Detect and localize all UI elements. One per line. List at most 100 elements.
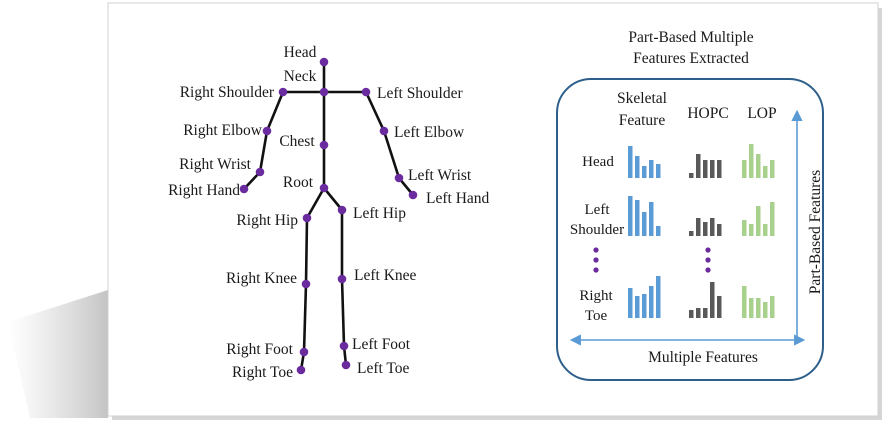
histogram-bar-left-shoulder-skeletal-3 — [642, 212, 647, 236]
histogram-bar-head-hopc-5 — [717, 160, 722, 178]
joint-right-wrist — [255, 167, 265, 177]
histogram-bar-head-hopc-3 — [703, 160, 708, 178]
histogram-bar-left-shoulder-skeletal-4 — [649, 202, 654, 236]
histogram-bar-right-toe-lop-1 — [742, 286, 747, 318]
histogram-bar-right-toe-skeletal-1 — [628, 288, 633, 318]
bone-left-shoulder-to-left-elbow — [364, 90, 386, 133]
histogram-bar-left-shoulder-skeletal-2 — [635, 200, 640, 236]
histogram-bar-head-lop-4 — [763, 166, 768, 178]
label-left-hand: Left Hand — [426, 190, 490, 207]
joint-left-foot — [339, 341, 349, 351]
label-chest: Chest — [279, 133, 315, 150]
column-hopc: HOPC — [687, 105, 728, 122]
column-lop: LOP — [747, 105, 776, 122]
joint-left-wrist — [394, 173, 404, 183]
axis-multiple-features: Multiple Features — [648, 349, 758, 366]
joint-labels: Head Neck Right Shoulder Left Shoulder R… — [168, 44, 489, 381]
histogram-bar-right-toe-hopc-4 — [710, 282, 715, 318]
histogram-bar-left-shoulder-hopc-5 — [717, 224, 722, 236]
joint-left-hand — [408, 190, 418, 200]
histogram-bar-head-hopc-4 — [710, 160, 715, 178]
histogram-bar-head-skeletal-5 — [656, 164, 661, 178]
column-skeletal-line2: Feature — [619, 112, 666, 129]
skeleton-bones — [242, 60, 415, 372]
histogram-bar-right-toe-skeletal-5 — [656, 276, 661, 318]
joint-left-hip — [337, 205, 347, 215]
label-left-hip: Left Hip — [353, 205, 406, 222]
joint-root — [319, 183, 329, 193]
histogram-bar-left-shoulder-lop-1 — [742, 220, 747, 236]
histogram-bar-right-toe-hopc-1 — [689, 310, 694, 318]
skeleton-figure — [239, 57, 418, 375]
row-right-toe-line1: Right — [579, 288, 613, 304]
histogram-bar-right-toe-hopc-2 — [696, 308, 701, 318]
joint-right-elbow — [262, 126, 272, 136]
joint-left-shoulder — [361, 87, 371, 97]
axis-part-based-features: Part-Based Features — [807, 170, 824, 294]
histogram-bar-right-toe-hopc-3 — [703, 308, 708, 318]
bone-right-shoulder-to-right-elbow — [265, 90, 285, 133]
histogram-bar-left-shoulder-skeletal-1 — [628, 196, 633, 236]
bone-root-to-left-hip — [322, 186, 344, 212]
column-skeletal-line1: Skeletal — [617, 90, 667, 107]
histogram-bar-left-shoulder-lop-5 — [770, 202, 775, 236]
row-right-toe-line2: Toe — [585, 308, 608, 324]
histogram-bar-left-shoulder-lop-4 — [763, 224, 768, 236]
label-right-shoulder: Right Shoulder — [180, 84, 275, 101]
bone-right-knee-to-right-foot — [302, 282, 308, 354]
joint-right-toe — [296, 365, 306, 375]
label-right-knee: Right Knee — [226, 270, 297, 287]
histogram-bar-left-shoulder-lop-2 — [749, 224, 754, 236]
row-left-shoulder-line2: Shoulder — [570, 222, 624, 238]
label-left-elbow: Left Elbow — [394, 124, 465, 141]
histogram-bar-head-skeletal-2 — [635, 156, 640, 178]
label-right-elbow: Right Elbow — [183, 122, 263, 139]
histogram-bar-right-toe-lop-5 — [770, 296, 775, 318]
joint-head — [319, 57, 329, 67]
features-title-line2: Features Extracted — [633, 50, 749, 67]
histogram-bar-right-toe-lop-4 — [763, 302, 768, 318]
joint-chest — [319, 140, 329, 150]
histogram-bar-left-shoulder-lop-3 — [756, 206, 761, 236]
bone-left-knee-to-left-foot — [340, 277, 346, 348]
row-ellipsis-dots — [593, 247, 711, 273]
histogram-bar-left-shoulder-hopc-3 — [703, 222, 708, 236]
row-left-shoulder-line1: Left — [585, 202, 611, 218]
features-title-line1: Part-Based Multiple — [628, 29, 753, 46]
label-right-toe: Right Toe — [232, 364, 293, 381]
joint-neck — [319, 87, 329, 97]
histogram-bar-head-skeletal-4 — [649, 160, 654, 178]
joint-right-shoulder — [278, 87, 288, 97]
joint-right-foot — [299, 347, 309, 357]
bone-right-hip-to-right-knee — [304, 216, 309, 286]
bone-left-elbow-to-left-wrist — [382, 129, 401, 180]
histogram-bar-left-shoulder-hopc-1 — [689, 231, 694, 236]
histogram-bar-head-lop-2 — [749, 144, 754, 178]
label-right-hand: Right Hand — [168, 182, 240, 199]
histogram-bar-right-toe-skeletal-4 — [649, 286, 654, 318]
feature-histograms — [628, 144, 775, 318]
histogram-bar-head-skeletal-3 — [642, 166, 647, 178]
histogram-bar-right-toe-hopc-5 — [717, 296, 722, 318]
joint-right-knee — [301, 279, 311, 289]
label-right-hip: Right Hip — [236, 212, 298, 229]
histogram-bar-head-lop-3 — [756, 154, 761, 178]
joint-left-knee — [337, 274, 347, 284]
histogram-bar-head-hopc-2 — [696, 154, 701, 178]
histogram-bar-right-toe-skeletal-3 — [642, 294, 647, 318]
joint-left-elbow — [379, 126, 389, 136]
histogram-bar-left-shoulder-skeletal-5 — [656, 226, 661, 236]
row-head: Head — [582, 154, 614, 170]
histogram-bar-right-toe-lop-3 — [756, 298, 761, 318]
joint-left-toe — [341, 360, 351, 370]
label-left-wrist: Left Wrist — [408, 167, 472, 184]
histogram-bar-right-toe-lop-2 — [749, 298, 754, 318]
bone-right-elbow-to-right-wrist — [258, 129, 269, 174]
label-left-toe: Left Toe — [357, 360, 410, 377]
label-left-foot: Left Foot — [352, 336, 411, 353]
histogram-bar-right-toe-skeletal-2 — [635, 296, 640, 318]
label-neck: Neck — [284, 68, 317, 85]
label-head: Head — [284, 44, 317, 61]
histogram-bar-head-lop-5 — [770, 160, 775, 178]
